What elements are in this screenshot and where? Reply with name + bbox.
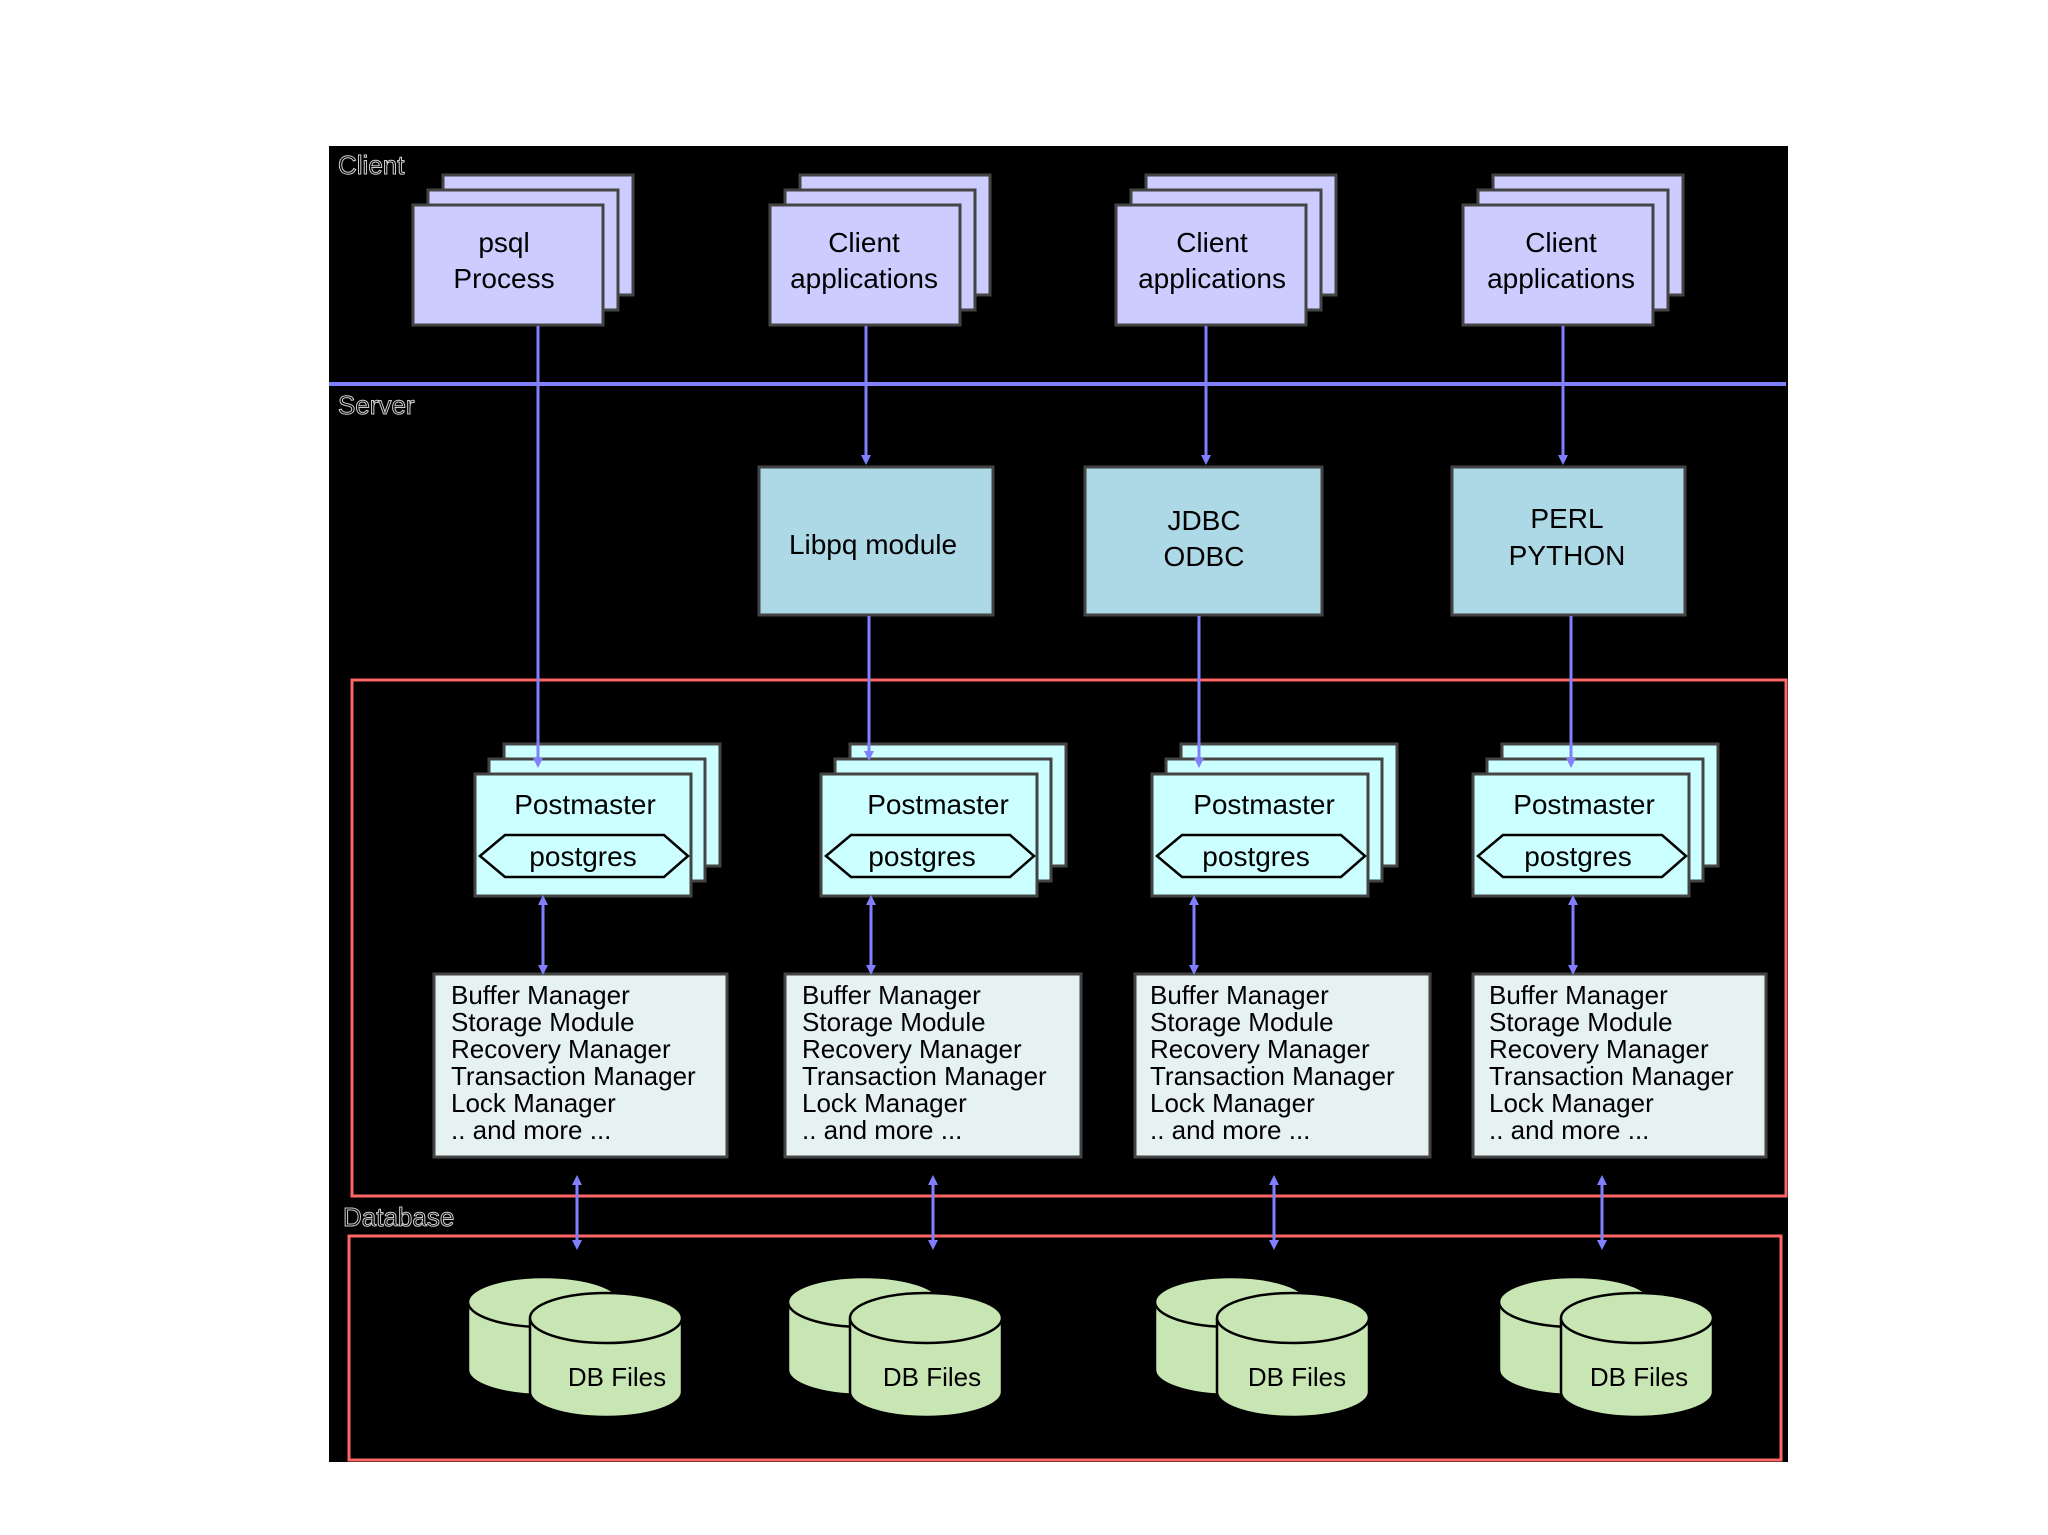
postgres-process-hexagon bbox=[478, 833, 690, 879]
module-transaction-manager: Transaction Manager bbox=[1150, 1061, 1395, 1091]
db-files-label: DB Files bbox=[1248, 1362, 1346, 1392]
db-files-1: DB Files bbox=[466, 1275, 684, 1419]
db-files-4: DB Files bbox=[1497, 1275, 1715, 1419]
module-and-more: .. and more ... bbox=[1150, 1115, 1310, 1145]
module-and-more: .. and more ... bbox=[802, 1115, 962, 1145]
module-transaction-manager: Transaction Manager bbox=[451, 1061, 696, 1091]
module-recovery-manager: Recovery Manager bbox=[1150, 1034, 1370, 1064]
client-applications-1: Client applications bbox=[768, 173, 992, 327]
client-label-line2: Process bbox=[453, 263, 554, 294]
module-buffer-manager: Buffer Manager bbox=[451, 980, 630, 1010]
client-applications-2: Client applications bbox=[1114, 173, 1338, 327]
module-lock-manager: Lock Manager bbox=[1150, 1088, 1315, 1118]
module-storage: Storage Module bbox=[451, 1007, 635, 1037]
interface-jdbc-odbc: JDBC ODBC bbox=[1083, 465, 1324, 617]
client-label-line2: applications bbox=[790, 263, 938, 294]
postmaster-4: Postmaster postgres bbox=[1471, 742, 1720, 898]
interface-perl-python: PERL PYTHON bbox=[1450, 465, 1687, 617]
client-label-line1: Client bbox=[1176, 227, 1248, 258]
module-storage: Storage Module bbox=[1150, 1007, 1334, 1037]
module-and-more: .. and more ... bbox=[451, 1115, 611, 1145]
client-label-line1: Client bbox=[828, 227, 900, 258]
postgres-process-label: postgres bbox=[1524, 841, 1631, 872]
database-zone-label: Database bbox=[343, 1202, 454, 1232]
module-storage: Storage Module bbox=[802, 1007, 986, 1037]
backend-modules-2: Buffer Manager Storage Module Recovery M… bbox=[783, 972, 1083, 1159]
interface-label-line1: Libpq module bbox=[789, 529, 957, 560]
module-buffer-manager: Buffer Manager bbox=[1489, 980, 1668, 1010]
module-transaction-manager: Transaction Manager bbox=[1489, 1061, 1734, 1091]
postgres-process-hexagon bbox=[824, 833, 1036, 879]
db-files-label: DB Files bbox=[883, 1362, 981, 1392]
postgres-process-hexagon bbox=[1155, 833, 1367, 879]
client-label-line1: psql bbox=[478, 227, 529, 258]
postmaster-title: Postmaster bbox=[1193, 789, 1335, 820]
module-buffer-manager: Buffer Manager bbox=[1150, 980, 1329, 1010]
db-files-2: DB Files bbox=[786, 1275, 1004, 1419]
client-applications-3: Client applications bbox=[1461, 173, 1685, 327]
postmaster-title: Postmaster bbox=[514, 789, 656, 820]
interface-label-line2: ODBC bbox=[1164, 541, 1245, 572]
interface-label-line1: PERL bbox=[1530, 503, 1603, 534]
module-lock-manager: Lock Manager bbox=[451, 1088, 616, 1118]
module-storage: Storage Module bbox=[1489, 1007, 1673, 1037]
module-lock-manager: Lock Manager bbox=[1489, 1088, 1654, 1118]
module-recovery-manager: Recovery Manager bbox=[1489, 1034, 1709, 1064]
client-zone-label: Client bbox=[338, 150, 405, 180]
postgres-process-label: postgres bbox=[529, 841, 636, 872]
module-recovery-manager: Recovery Manager bbox=[451, 1034, 671, 1064]
module-transaction-manager: Transaction Manager bbox=[802, 1061, 1047, 1091]
postmaster-title: Postmaster bbox=[867, 789, 1009, 820]
module-recovery-manager: Recovery Manager bbox=[802, 1034, 1022, 1064]
postgres-process-hexagon bbox=[1476, 833, 1688, 879]
interface-label-line1: JDBC bbox=[1167, 505, 1240, 536]
database-zone bbox=[347, 1234, 1783, 1462]
db-files-3: DB Files bbox=[1153, 1275, 1371, 1419]
backend-modules-1: Buffer Manager Storage Module Recovery M… bbox=[432, 972, 729, 1159]
postmaster-3: Postmaster postgres bbox=[1150, 742, 1399, 898]
module-buffer-manager: Buffer Manager bbox=[802, 980, 981, 1010]
module-and-more: .. and more ... bbox=[1489, 1115, 1649, 1145]
server-zone-label: Server bbox=[338, 390, 415, 420]
postmaster-2: Postmaster postgres bbox=[819, 742, 1068, 898]
db-files-label: DB Files bbox=[568, 1362, 666, 1392]
client-label-line2: applications bbox=[1138, 263, 1286, 294]
client-label-line1: Client bbox=[1525, 227, 1597, 258]
backend-modules-4: Buffer Manager Storage Module Recovery M… bbox=[1471, 972, 1768, 1159]
postgres-process-label: postgres bbox=[1202, 841, 1309, 872]
client-label-line2: applications bbox=[1487, 263, 1635, 294]
module-lock-manager: Lock Manager bbox=[802, 1088, 967, 1118]
backend-modules-3: Buffer Manager Storage Module Recovery M… bbox=[1133, 972, 1432, 1159]
client-psql: psql Process bbox=[411, 173, 635, 327]
db-files-label: DB Files bbox=[1590, 1362, 1688, 1392]
postgres-process-label: postgres bbox=[868, 841, 975, 872]
server-process-zone bbox=[350, 678, 1788, 1198]
interface-libpq: Libpq module bbox=[757, 465, 995, 617]
postmaster-title: Postmaster bbox=[1513, 789, 1655, 820]
interface-label-line2: PYTHON bbox=[1509, 540, 1626, 571]
postmaster-1: Postmaster postgres bbox=[473, 742, 722, 898]
